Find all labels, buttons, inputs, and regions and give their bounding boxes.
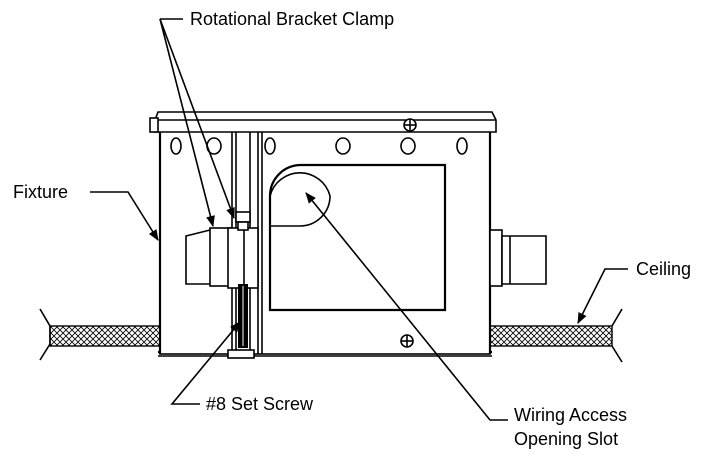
set-screw-icon: [235, 211, 251, 348]
label-fixture: Fixture: [13, 182, 68, 202]
knockout-holes: [170, 137, 468, 155]
knockout-hole-icon: [264, 137, 276, 155]
knockout-hole-icon: [170, 137, 182, 155]
knockout-hole-icon: [335, 137, 351, 155]
phillips-screw-icon: [403, 118, 417, 132]
label-rotational-bracket-clamp: Rotational Bracket Clamp: [190, 9, 394, 29]
phillips-screw-icon: [400, 334, 414, 348]
label-wiring-access-line2: Opening Slot: [514, 429, 618, 449]
ceiling-left: [39, 308, 161, 361]
label-wiring-access-line1: Wiring Access: [514, 405, 627, 425]
label-set-screw: #8 Set Screw: [206, 394, 314, 414]
knockout-hole-icon: [456, 137, 468, 155]
leader-lines: [90, 18, 628, 421]
right-bracket-clamp: [489, 229, 547, 287]
label-ceiling: Ceiling: [636, 259, 691, 279]
rotational-bracket-clamp: [185, 227, 259, 289]
ceiling-right: [489, 308, 623, 363]
knockout-hole-icon: [400, 137, 416, 155]
